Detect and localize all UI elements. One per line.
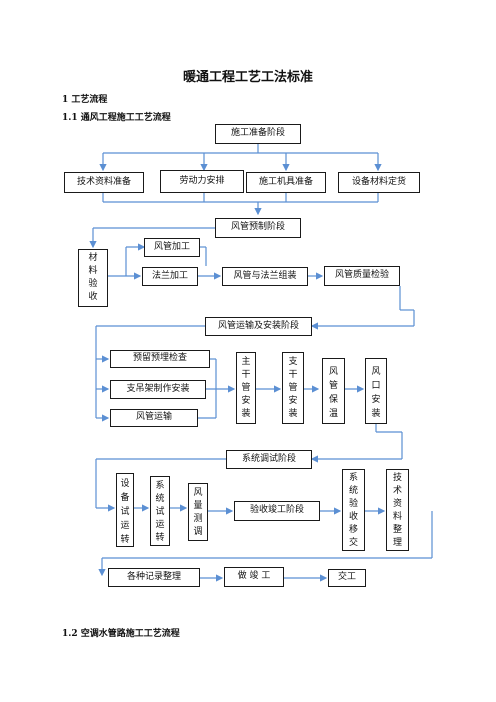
materials-box: 设备材料定货 [338, 172, 420, 193]
outlet-box: 风口安装 [365, 358, 387, 424]
section-heading-1: 1 工艺流程 [62, 95, 108, 105]
handover-box: 系统验收移交 [342, 469, 365, 551]
labor-box: 劳动力安排 [160, 170, 244, 193]
tech-prep-box: 技术资料准备 [64, 172, 144, 193]
transport-stage-box: 风管运输及安装阶段 [205, 317, 312, 336]
prep-stage-box: 施工准备阶段 [215, 124, 301, 144]
insulation-box: 风管保温 [322, 358, 345, 424]
branch-pipe-box: 支干管安装 [282, 352, 304, 424]
section-heading-1-1: 1.1 通风工程施工工艺流程 [62, 113, 171, 123]
duct-transport-box: 风管运输 [110, 409, 198, 427]
hanger-box: 支吊架制作安装 [110, 380, 206, 399]
as-built-box: 做 竣 工 [224, 567, 284, 587]
duct-process-box: 风管加工 [144, 238, 200, 257]
embed-check-box: 预留预埋检查 [110, 350, 210, 368]
duct-quality-box: 风管质量检验 [324, 266, 400, 286]
debug-stage-box: 系统调试阶段 [226, 450, 312, 469]
records-box: 各种记录整理 [108, 568, 200, 587]
acceptance-box: 验收竣工阶段 [234, 501, 320, 521]
section-heading-1-2: 1.2 空调水管路施工工艺流程 [62, 629, 180, 639]
document-title: 暖通工程工艺工法标准 [182, 70, 313, 85]
sys-test-box: 系统试运转 [150, 476, 170, 546]
tools-box: 施工机具准备 [246, 172, 326, 193]
equip-test-box: 设备试运转 [116, 473, 134, 547]
main-pipe-box: 主干管安装 [236, 352, 256, 424]
material-check-box: 材料验收 [78, 249, 108, 307]
duct-flange-assembly-box: 风管与法兰组装 [222, 267, 308, 286]
air-measure-box: 风量测调 [188, 483, 208, 541]
flange-process-box: 法兰加工 [142, 267, 198, 286]
deliver-box: 交工 [328, 569, 366, 587]
prefab-stage-box: 风管预制阶段 [215, 218, 301, 238]
tech-docs-box: 技术资料整理 [386, 469, 409, 551]
